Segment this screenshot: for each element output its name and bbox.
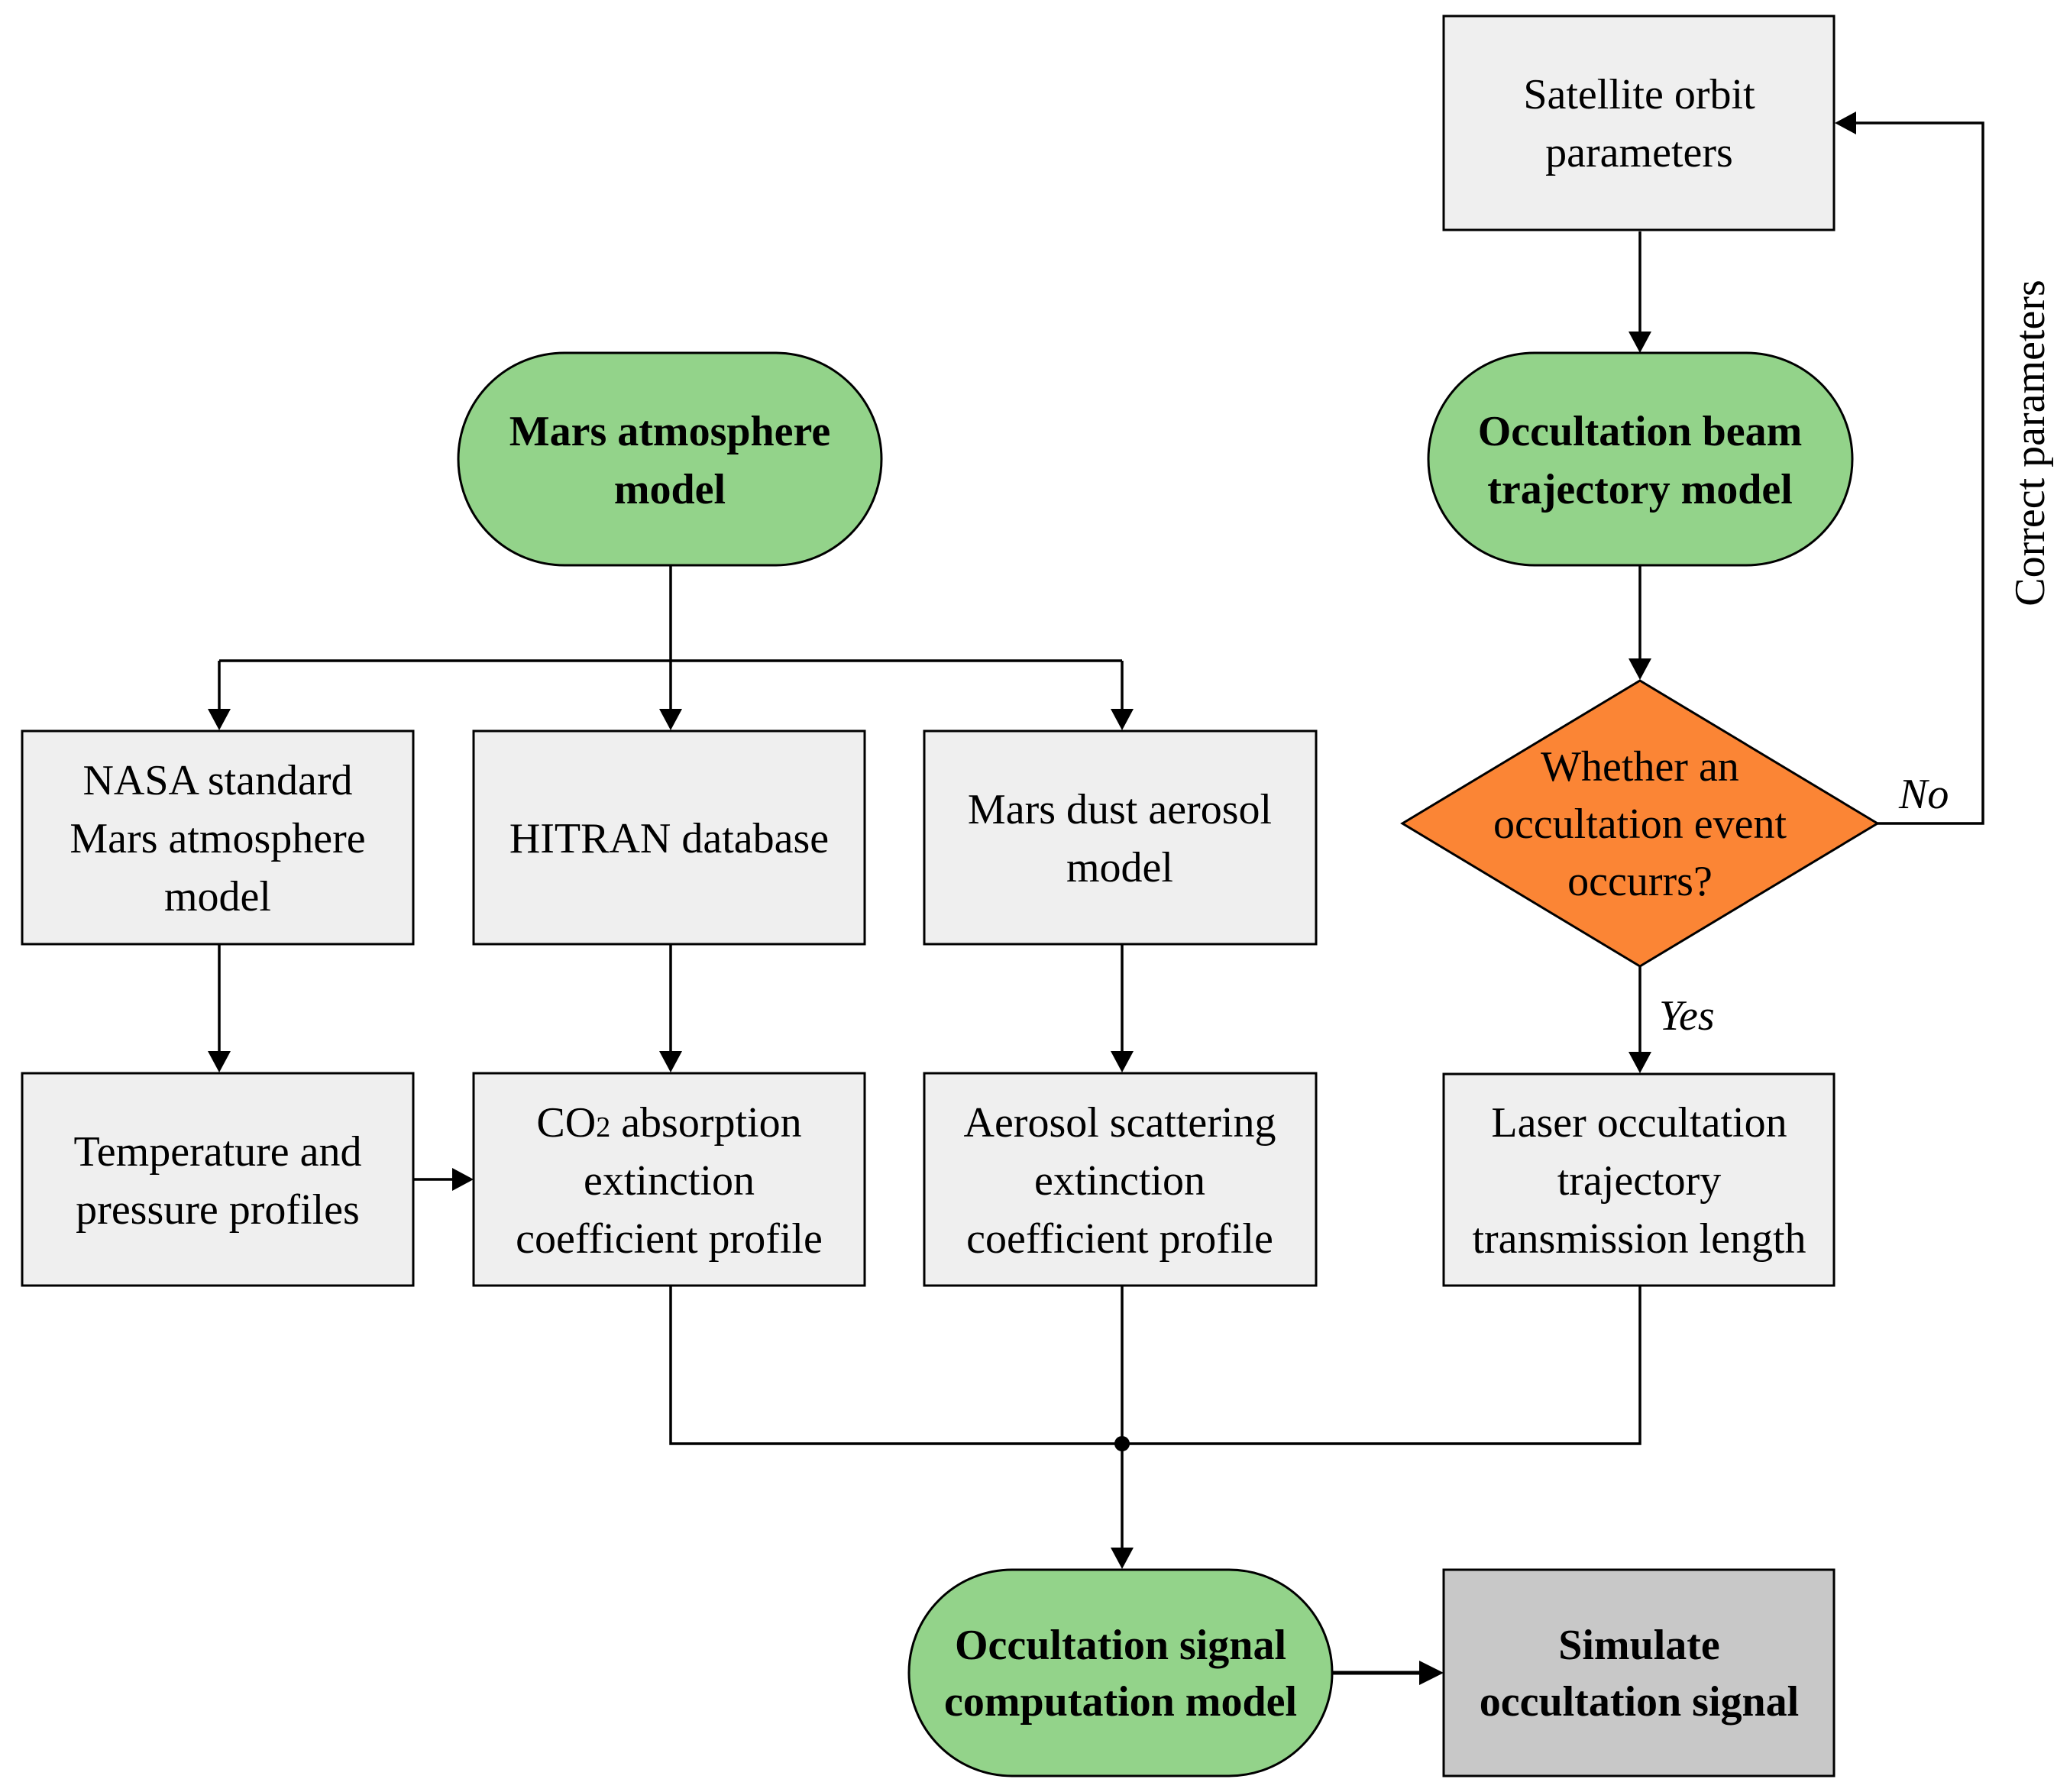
arrowhead-signal [1111,1548,1134,1569]
laser-line1: Laser occultation [1491,1099,1787,1147]
co2-subscript: 2 [596,1111,610,1143]
node-laser-occultation: Laser occultation trajectory transmissio… [1442,1072,1836,1287]
aerosol-line3: coefficient profile [966,1215,1273,1263]
co2-line1: CO2 absorption [536,1099,801,1147]
arrowhead-temp [208,1051,231,1072]
node-co2-absorption: CO2 absorption extinction coefficient pr… [472,1072,866,1287]
arrowhead-nasa [208,709,231,730]
simulate-line1: Simulate [1558,1622,1720,1669]
node-nasa-standard: NASA standard Mars atmosphere model [21,729,415,946]
node-signal-model: Occultation signal computation model [907,1568,1334,1777]
satellite-orbit-line2: parameters [1545,129,1733,176]
co2-line3: coefficient profile [516,1215,823,1263]
co2-prefix: CO [536,1099,596,1147]
label-no: No [1898,771,1949,818]
aerosol-line2: extinction [1034,1157,1205,1205]
edge-co2-down [669,1286,1641,1445]
mars-atmosphere-line2: model [614,466,726,513]
nasa-line1: NASA standard [82,757,352,804]
node-aerosol-scattering: Aerosol scattering extinction coefficien… [923,1072,1318,1287]
decision-line1: Whether an [1541,743,1739,791]
label-correct-parameters: Correct parameters [2007,280,2054,606]
arrowhead-temp-co2 [452,1168,474,1191]
signal-line2: computation model [944,1678,1297,1726]
decision-line2: occultation event [1493,801,1787,848]
signal-line1: Occultation signal [955,1622,1286,1669]
arrowhead-simulate [1419,1661,1444,1685]
co2-line2: extinction [584,1157,755,1205]
beam-model-line2: trajectory model [1487,466,1793,513]
arrowhead-beam [1629,332,1651,353]
mars-atmosphere-line1: Mars atmosphere [509,408,830,455]
node-hitran: HITRAN database [472,729,866,946]
node-simulate: Simulate occultation signal [1442,1568,1836,1777]
temp-line2: pressure profiles [76,1186,360,1234]
mars-dust-line2: model [1066,844,1173,891]
node-mars-atmosphere-model: Mars atmosphere model [457,351,883,567]
label-yes: Yes [1659,992,1715,1040]
simulate-line2: occultation signal [1480,1678,1799,1726]
hitran-line1: HITRAN database [509,815,829,862]
arrowhead-decision [1629,658,1651,680]
arrowhead-laser [1629,1052,1651,1073]
co2-line1-rest: absorption [610,1099,801,1147]
satellite-orbit-line1: Satellite orbit [1523,71,1755,118]
mars-dust-line1: Mars dust aerosol [968,786,1272,833]
temp-line1: Temperature and [74,1128,362,1176]
node-mars-dust: Mars dust aerosol model [923,729,1318,946]
beam-model-line1: Occultation beam [1478,408,1803,455]
arrowhead-co2 [659,1051,682,1072]
arrowhead-mars-dust [1111,709,1134,730]
node-satellite-orbit: Satellite orbit parameters [1442,15,1836,231]
nasa-line2: Mars atmosphere [70,815,365,862]
nasa-line3: model [164,873,271,920]
arrowhead-aerosol [1111,1051,1134,1072]
node-decision: Whether an occultation event occurrs? [1400,679,1880,968]
laser-line2: trajectory [1557,1157,1722,1205]
arrowhead-satellite [1835,112,1856,134]
node-occultation-beam-model: Occultation beam trajectory model [1427,351,1854,567]
arrowhead-hitran [659,709,682,730]
decision-line3: occurrs? [1567,858,1713,905]
aerosol-line1: Aerosol scattering [964,1099,1276,1147]
edge-no-loop [1853,121,1984,825]
node-temp-pressure: Temperature and pressure profiles [21,1072,415,1287]
laser-line3: transmission length [1472,1215,1806,1263]
